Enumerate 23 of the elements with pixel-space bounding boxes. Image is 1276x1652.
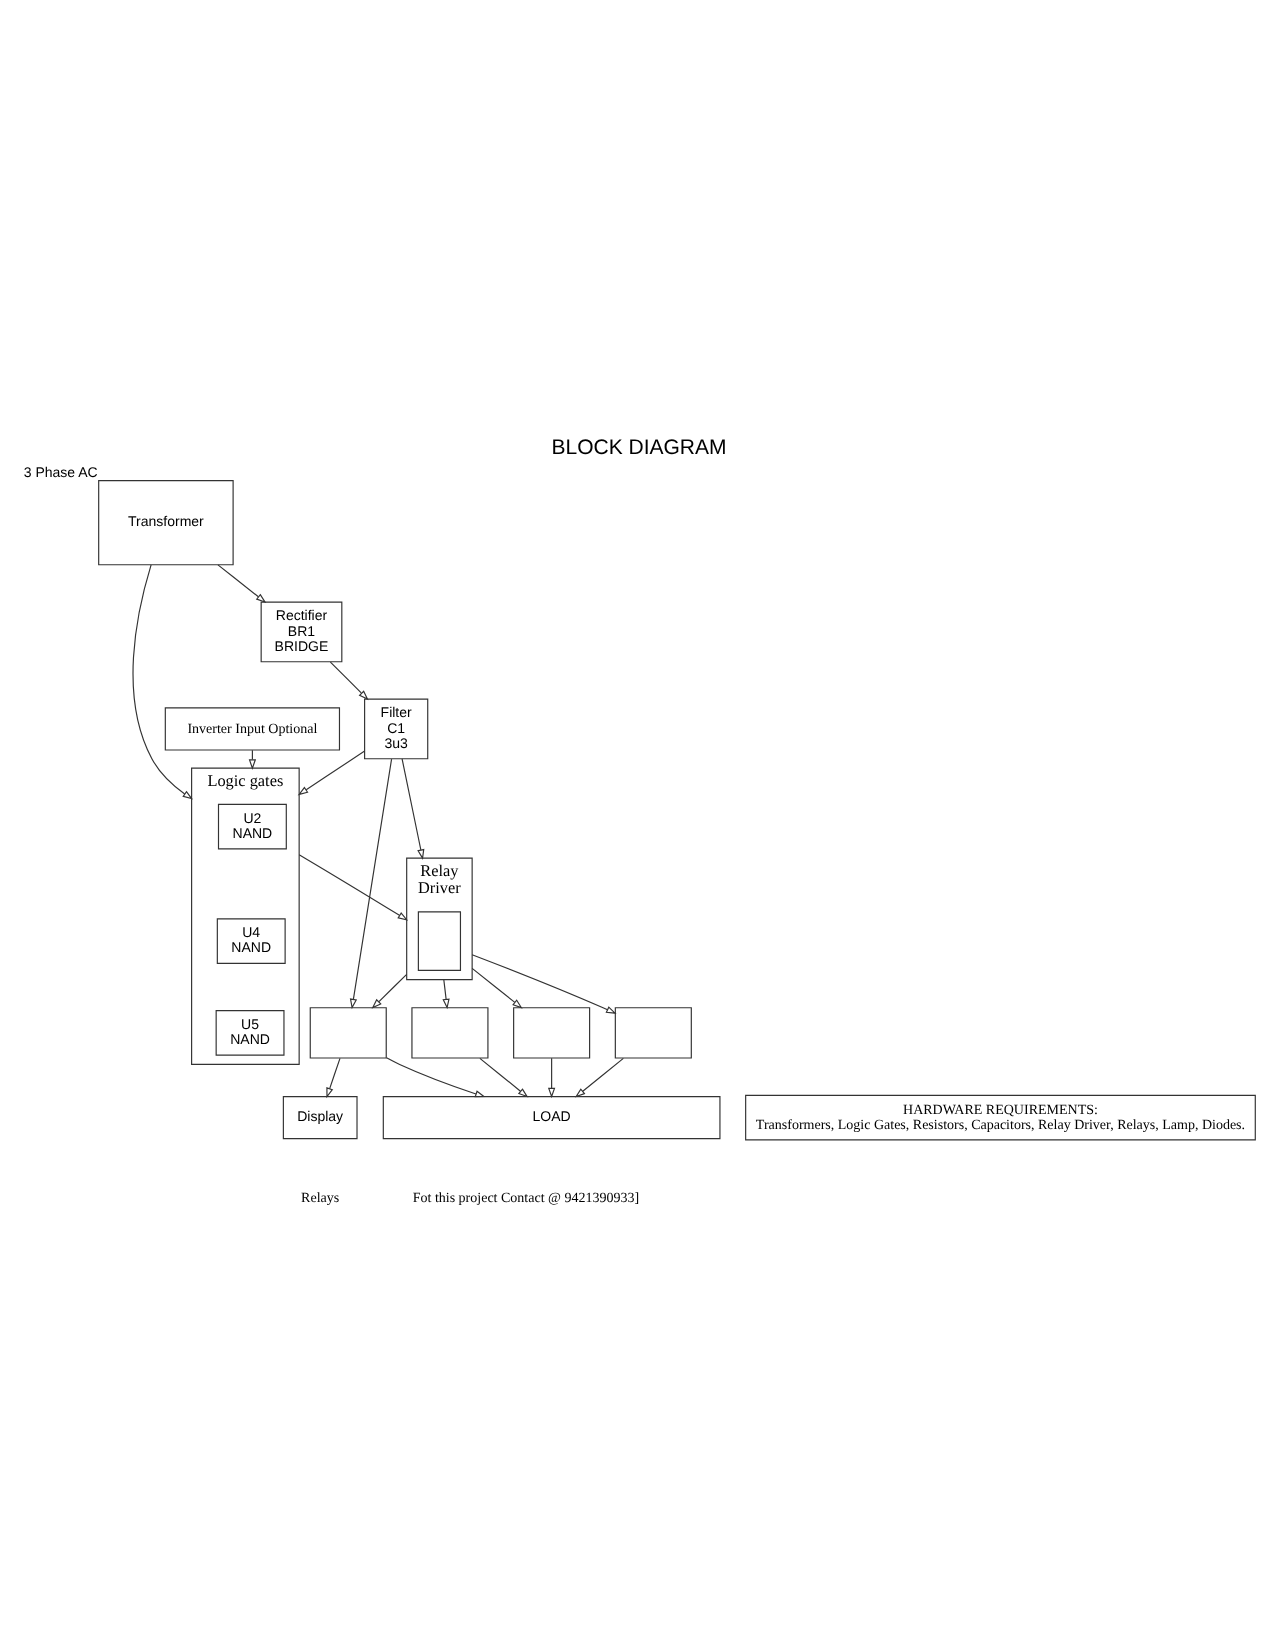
node-box [512, 1007, 590, 1059]
arrow [348, 758, 392, 1010]
node-box [416, 911, 461, 971]
arrow [370, 973, 407, 1009]
arrow [296, 750, 364, 796]
arrow [328, 661, 368, 701]
arrow [131, 564, 193, 800]
node-box [410, 1007, 488, 1059]
node-box [613, 1007, 691, 1059]
node-box [308, 1007, 386, 1059]
cluster: Relay Driver [405, 857, 472, 981]
diagram-title: BLOCK DIAGRAM [550, 436, 726, 461]
arrow [216, 564, 266, 604]
arrow [546, 1057, 555, 1099]
arrow [470, 954, 616, 1014]
arrow [384, 1057, 485, 1098]
arrow [478, 1057, 528, 1098]
arrow [441, 979, 449, 1010]
arrow [297, 854, 408, 921]
arrow [573, 1057, 623, 1098]
arrow [325, 1057, 340, 1099]
arrow [470, 967, 522, 1009]
arrow [400, 758, 424, 860]
